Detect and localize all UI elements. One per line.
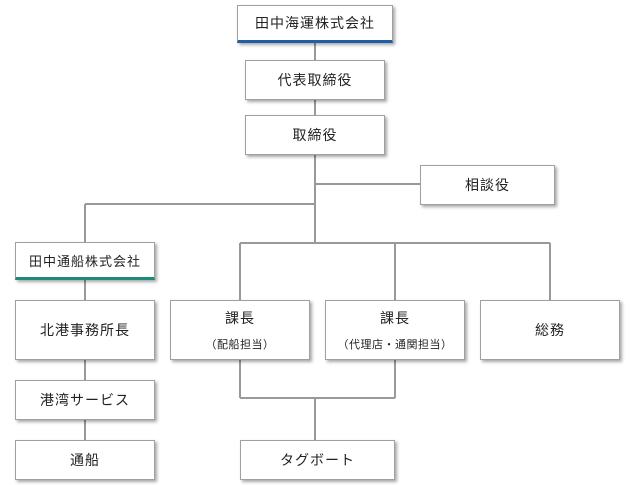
- section-chief-agency-title: 課長: [380, 311, 410, 327]
- branch-manager-label: 北港事務所長: [40, 323, 130, 339]
- tugboat-box: タグボート: [240, 440, 395, 480]
- general-affairs-box: 総務: [480, 300, 620, 360]
- parent-company-label: 田中海運株式会社: [255, 16, 375, 32]
- advisor-label: 相談役: [465, 178, 510, 194]
- tender-boat-box: 通船: [15, 440, 155, 480]
- tender-boat-label: 通船: [70, 453, 100, 469]
- section-chief-dispatch-box: 課長 （配船担当）: [170, 300, 310, 360]
- advisor-box: 相談役: [420, 165, 555, 205]
- section-chief-dispatch-note: （配船担当）: [205, 338, 275, 351]
- general-affairs-label: 総務: [535, 323, 565, 339]
- director-label: 取締役: [292, 128, 338, 144]
- representative-director-box: 代表取締役: [245, 60, 385, 100]
- parent-company-box: 田中海運株式会社: [237, 5, 393, 43]
- section-chief-agency-note: （代理店・通関担当）: [337, 338, 453, 351]
- tugboat-label: タグボート: [280, 453, 355, 469]
- section-chief-dispatch-title: 課長: [225, 311, 255, 327]
- sub-company-label: 田中通船株式会社: [28, 254, 141, 270]
- port-service-box: 港湾サービス: [15, 380, 155, 420]
- branch-manager-box: 北港事務所長: [15, 300, 155, 360]
- section-chief-agency-box: 課長 （代理店・通関担当）: [325, 300, 465, 360]
- port-service-label: 港湾サービス: [40, 393, 130, 409]
- director-box: 取締役: [245, 115, 385, 155]
- representative-director-label: 代表取締役: [277, 73, 353, 89]
- sub-company-box: 田中通船株式会社: [15, 242, 155, 280]
